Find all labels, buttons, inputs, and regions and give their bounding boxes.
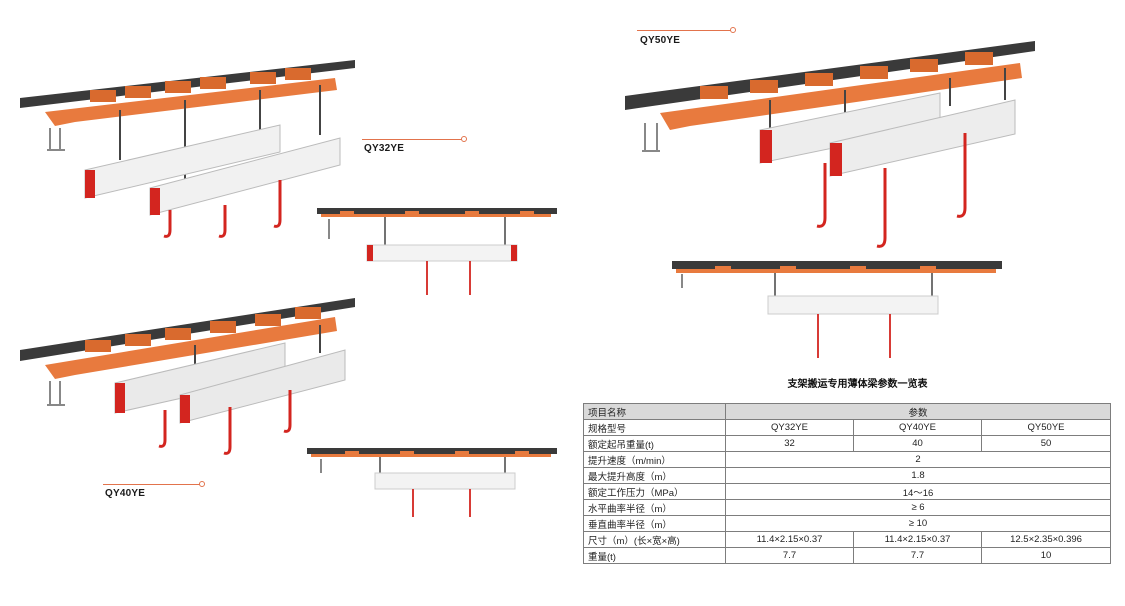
row-label: 额定工作压力（MPa） bbox=[583, 483, 726, 500]
table-cell: 40 bbox=[853, 435, 982, 452]
header-param-cell: 参数 bbox=[724, 403, 1112, 420]
qy32-label-dot bbox=[461, 136, 467, 142]
qy40-side-image bbox=[307, 448, 557, 517]
table-title: 支架搬运专用薄体梁参数一览表 bbox=[787, 379, 928, 390]
table-cell: 14～16 bbox=[724, 483, 1112, 500]
row-label: 水平曲率半径（m） bbox=[583, 499, 726, 516]
table-cell: 7.7 bbox=[853, 547, 982, 564]
table-row: 最大提升高度（m） 1.8 bbox=[583, 467, 1112, 484]
table-cell: 11.4×2.15×0.37 bbox=[725, 531, 854, 548]
qy50-label-rule bbox=[637, 30, 732, 31]
row-label: 额定起吊重量(t) bbox=[583, 435, 726, 452]
row-label: 提升速度（m/min） bbox=[583, 451, 726, 468]
table-row: 规格型号 QY32YE QY40YE QY50YE bbox=[583, 419, 1112, 436]
qy32-label: QY32YE bbox=[364, 143, 405, 154]
table-cell: ≥ 10 bbox=[724, 515, 1112, 532]
qy40-label: QY40YE bbox=[105, 488, 146, 499]
qy32-side-image bbox=[317, 208, 557, 295]
row-label: 垂直曲率半径（m） bbox=[583, 515, 726, 532]
qy50-label: QY50YE bbox=[640, 35, 681, 46]
header-item-cell: 项目名称 bbox=[583, 403, 726, 420]
table-cell: ≥ 6 bbox=[724, 499, 1112, 516]
table-row: 重量(t) 7.7 7.7 10 bbox=[583, 547, 1112, 564]
table-row: 垂直曲率半径（m） ≥ 10 bbox=[583, 515, 1112, 532]
table-cell: 2 bbox=[724, 451, 1112, 468]
table-cell: QY50YE bbox=[980, 419, 1112, 436]
table-cell: QY40YE bbox=[853, 419, 982, 436]
qy50-perspective-image bbox=[625, 41, 1035, 248]
table-row: 尺寸（m）(长×宽×高) 11.4×2.15×0.37 11.4×2.15×0.… bbox=[583, 531, 1112, 548]
row-label: 规格型号 bbox=[583, 419, 726, 436]
table-cell: 50 bbox=[980, 435, 1112, 452]
table-cell: 11.4×2.15×0.37 bbox=[853, 531, 982, 548]
qy40-label-dot bbox=[199, 481, 205, 487]
table-cell: 12.5×2.35×0.396 bbox=[980, 531, 1112, 548]
qy32-label-rule bbox=[362, 139, 462, 140]
table-row: 额定工作压力（MPa） 14～16 bbox=[583, 483, 1112, 500]
qy50-label-dot bbox=[730, 27, 736, 33]
row-label: 尺寸（m）(长×宽×高) bbox=[583, 531, 726, 548]
qy32-perspective-image bbox=[20, 60, 355, 238]
qy50-side-image bbox=[672, 261, 1002, 358]
table-header-row: 项目名称 参数 bbox=[583, 403, 1112, 420]
parameter-table: 项目名称 参数 规格型号 QY32YE QY40YE QY50YE 额定起吊重量… bbox=[583, 403, 1112, 564]
table-cell: QY32YE bbox=[725, 419, 854, 436]
table-row: 提升速度（m/min） 2 bbox=[583, 451, 1112, 468]
table-row: 额定起吊重量(t) 32 40 50 bbox=[583, 435, 1112, 452]
table-row: 水平曲率半径（m） ≥ 6 bbox=[583, 499, 1112, 516]
row-label: 最大提升高度（m） bbox=[583, 467, 726, 484]
table-cell: 32 bbox=[725, 435, 854, 452]
table-cell: 1.8 bbox=[724, 467, 1112, 484]
row-label: 重量(t) bbox=[583, 547, 726, 564]
qy40-perspective-image bbox=[20, 298, 355, 455]
table-cell: 7.7 bbox=[725, 547, 854, 564]
qy40-label-rule bbox=[103, 484, 201, 485]
table-cell: 10 bbox=[980, 547, 1112, 564]
